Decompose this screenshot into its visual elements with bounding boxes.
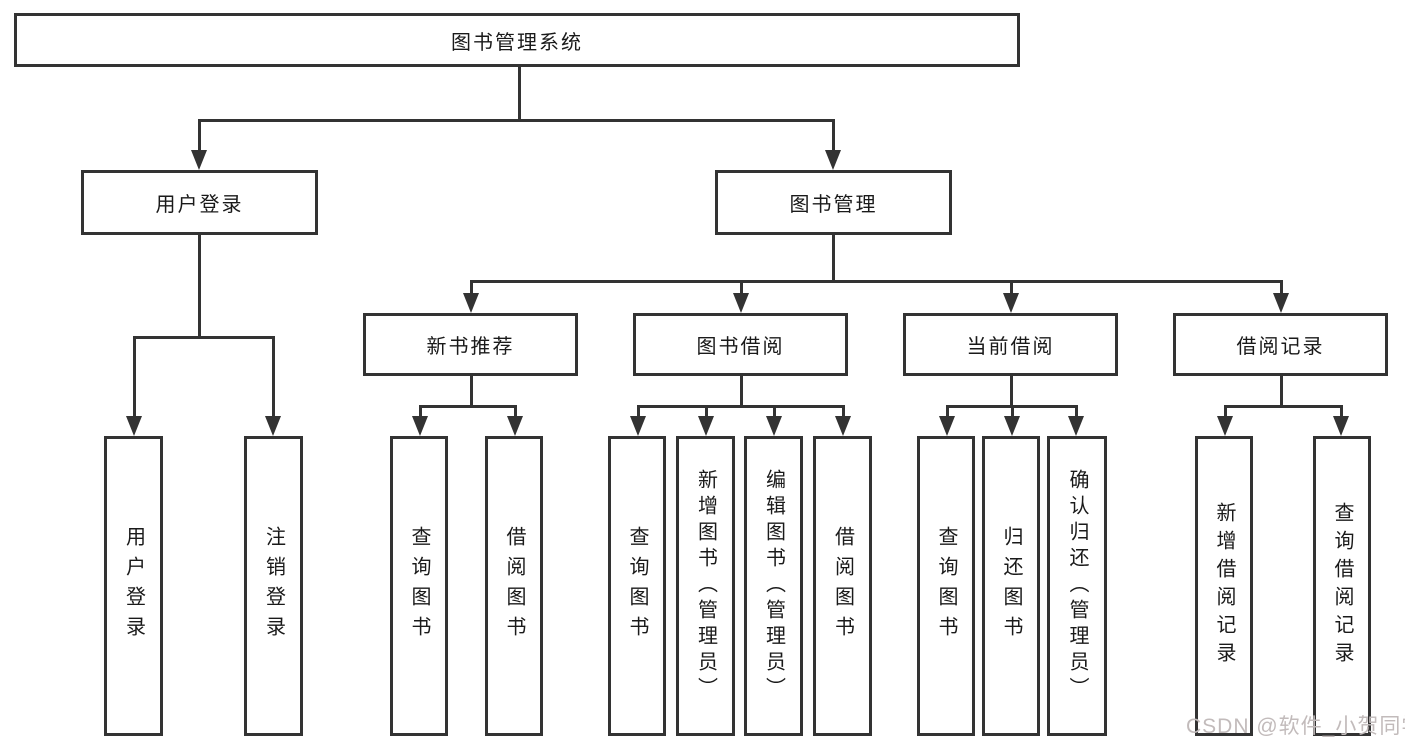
leaf-bb-edit-book-label: 编辑图书（管理员） [762,469,785,703]
connector-user-login-bar [133,336,274,339]
leaf-nbr-borrow-book: 借阅图书 [485,436,543,736]
node-book-borrow-label: 图书借阅 [696,336,785,358]
leaf-logout: 注销登录 [244,436,303,736]
connector-user-login-trunk [198,235,201,336]
connector-to-user-login [198,119,201,155]
connector-leaf [842,405,845,419]
arrow-down-icon [1217,416,1233,436]
leaf-bb-borrow-book-label: 借阅图书 [831,526,854,646]
arrow-down-icon [1333,416,1349,436]
arrow-down-icon [1003,293,1019,313]
node-current-borrow-label: 当前借阅 [966,336,1055,358]
connector-book-mgmt-trunk [832,235,835,280]
connector-leaf [946,405,949,419]
arrow-down-icon [265,416,281,436]
leaf-nbr-query-book: 查询图书 [390,436,448,736]
connector-leaf [514,405,517,419]
leaf-bb-query-book: 查询图书 [608,436,666,736]
leaf-br-query-record-label: 查询借阅记录 [1331,502,1353,670]
arrow-down-icon [126,416,142,436]
leaf-nbr-borrow-book-label: 借阅图书 [503,526,525,646]
arrow-down-icon [733,293,749,313]
leaf-cb-query-book-label: 查询图书 [935,526,957,646]
node-book-mgmt-branch: 图书管理 [715,170,952,235]
arrow-down-icon [1004,416,1020,436]
leaf-br-query-record: 查询借阅记录 [1313,436,1371,736]
connector-to-book-borrow [740,280,743,296]
leaf-cb-return-book: 归还图书 [982,436,1040,736]
connector-new-book-rec-trunk [470,376,473,406]
connector-level3-bar [470,280,1283,283]
arrow-down-icon [1068,416,1084,436]
node-root: 图书管理系统 [14,13,1020,67]
leaf-br-add-record-label: 新增借阅记录 [1213,502,1235,670]
arrow-down-icon [1273,293,1289,313]
connector-borrow-records-trunk [1280,376,1283,406]
connector-book-borrow-trunk [740,376,743,406]
connector-to-leaf-user-login [133,336,136,418]
connector-to-new-book-rec [470,280,473,296]
leaf-cb-confirm-return-label: 确认归还（管理员） [1066,469,1088,703]
arrow-down-icon [766,416,782,436]
node-borrow-records-label: 借阅记录 [1236,336,1325,358]
connector-leaf [705,405,708,419]
leaf-bb-borrow-book: 借阅图书 [813,436,872,736]
leaf-nbr-query-book-label: 查询图书 [408,526,430,646]
connector-to-leaf-logout [272,336,275,418]
node-borrow-records: 借阅记录 [1173,313,1388,376]
connector-new-book-rec-bar [419,405,517,408]
node-book-mgmt-branch-label: 图书管理 [789,194,878,216]
connector-to-book-mgmt [832,119,835,155]
arrow-down-icon [698,416,714,436]
csdn-watermark: CSDN @软件_小贺同学 [1186,715,1405,738]
arrow-down-icon [825,150,841,170]
leaf-user-login-label: 用户登录 [122,526,145,646]
arrow-down-icon [507,416,523,436]
connector-level1-bar [198,119,835,122]
node-new-book-rec: 新书推荐 [363,313,578,376]
leaf-logout-label: 注销登录 [262,526,285,646]
connector-leaf [1011,405,1014,419]
node-current-borrow: 当前借阅 [903,313,1118,376]
arrow-down-icon [630,416,646,436]
connector-to-current-borrow [1010,280,1013,296]
leaf-bb-query-book-label: 查询图书 [626,526,648,646]
arrow-down-icon [463,293,479,313]
leaf-bb-edit-book: 编辑图书（管理员） [744,436,803,736]
connector-leaf [1075,405,1078,419]
leaf-cb-return-book-label: 归还图书 [1000,526,1022,646]
node-new-book-rec-label: 新书推荐 [426,336,515,358]
leaf-br-add-record: 新增借阅记录 [1195,436,1253,736]
connector-current-borrow-trunk [1010,376,1013,406]
leaf-bb-add-book: 新增图书（管理员） [676,436,735,736]
connector-leaf [1340,405,1343,419]
leaf-bb-add-book-label: 新增图书（管理员） [694,469,717,703]
leaf-cb-query-book: 查询图书 [917,436,975,736]
arrow-down-icon [412,416,428,436]
connector-leaf [637,405,640,419]
connector-root-trunk [518,67,521,121]
connector-leaf [419,405,422,419]
leaf-user-login: 用户登录 [104,436,163,736]
arrow-down-icon [939,416,955,436]
arrow-down-icon [835,416,851,436]
connector-leaf [773,405,776,419]
arrow-down-icon [191,150,207,170]
connector-leaf [1224,405,1227,419]
connector-borrow-records-bar [1224,405,1342,408]
node-user-login-branch-label: 用户登录 [155,194,244,216]
connector-book-borrow-bar [637,405,845,408]
node-book-borrow: 图书借阅 [633,313,848,376]
connector-to-borrow-records [1280,280,1283,296]
leaf-cb-confirm-return: 确认归还（管理员） [1047,436,1107,736]
node-user-login-branch: 用户登录 [81,170,318,235]
node-root-label: 图书管理系统 [451,31,583,54]
